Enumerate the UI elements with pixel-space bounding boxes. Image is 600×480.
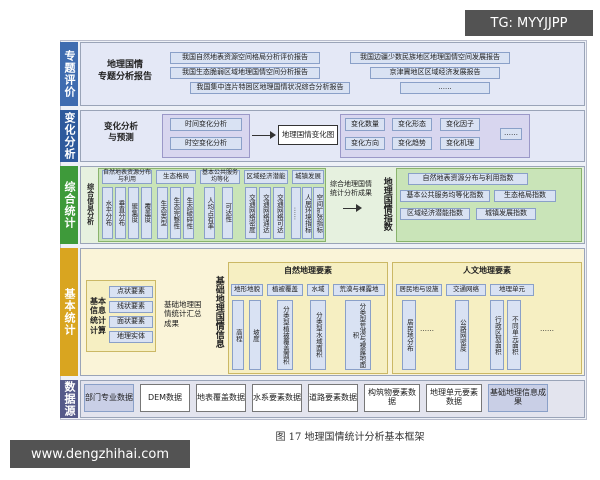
group-natural-resources: 自然地表资源分布与利用 [102,169,152,184]
group-public-service: 基本公共服务均等化 [200,169,240,184]
group3-col2: 交通网络可达 [273,187,285,239]
group0-col0: 水平分布 [102,187,113,239]
natural-vegetation: 植被覆盖 [267,284,303,296]
road-density: 公路网密度 [455,300,469,370]
watermark-top: TG: MYYJJPP [465,10,593,36]
tier1-title: 地理国情 专题分析报告 [90,60,160,83]
natural-title: 自然地理要素 [284,266,332,275]
tier2-title-line2: 与预测 [108,133,134,144]
group4-col2: 空间扩张指标 [313,187,324,239]
tier4-middle-label: 基础地理国情统计汇总成果 [164,300,202,328]
group1-col2: 生态破碎性 [183,187,194,239]
group2-col1: 可达性 [222,187,233,239]
tier3-result-label: 综合地理国情统计分析成果 [330,180,372,197]
human-units: 地理单元 [490,284,534,296]
change-factor: 变化因子 [440,118,480,131]
change-direction: 变化方向 [345,137,385,150]
watermark-bottom: www.dengzhihai.com [10,440,190,468]
unit-area: 不同单元面积 [507,300,521,370]
group-ecology: 生态格局 [156,170,196,184]
source-water: 水系要素数据 [252,384,302,412]
group3-col1: 交通网络通达 [259,187,271,239]
tier2-title-line1: 变化分析 [103,122,138,132]
group4-col1: 人居环境指标 [302,187,312,239]
report-2: 我国生态脆弱区域地理国情空间分析报告 [170,67,320,79]
source-basic-geo: 基础地理信息成果 [488,384,548,412]
settlement-distribution: 居民地分布 [402,300,416,370]
index-public-service: 基本公共服务均等化指数 [400,190,490,202]
human-title: 人文地理要素 [463,266,511,275]
natural-terrain: 地形地貌 [231,284,263,296]
desert-area: 分类型荒漠与裸露地面积 [345,300,371,370]
terrain-elevation: 高程 [232,300,244,370]
tier-label-5: 数据源 [60,380,78,418]
vegetation-area: 分类型植被覆盖面积 [277,300,293,370]
human-transport: 交通网络 [446,284,486,296]
group1-col0: 生态类型 [157,187,168,239]
report-4: 我国边疆少数民族地区地理国情空间发展报告 [350,52,510,64]
group3-col0: 交通网络密度 [245,187,257,239]
source-landcover: 地表覆盖数据 [196,384,246,412]
area-features: 面状要素 [109,316,153,328]
report-1: 我国自然地表资源空间格局分析评价报告 [170,52,320,64]
group0-col1: 垂直分布 [115,187,126,239]
time-change-box: 时间变化分析 [170,118,242,131]
group0-col3: 覆盖度 [141,187,152,239]
human-settlements: 居民地与设施 [396,284,442,296]
source-dem: DEM数据 [140,384,190,412]
spacetime-change-box: 时空变化分析 [170,137,242,150]
group0-col2: 聚集度 [128,187,139,239]
terrain-slope: 坡度 [249,300,261,370]
change-shape: 变化形态 [392,118,432,131]
tier3-side-label: 综合信息分析 [86,183,95,225]
change-trend: 变化趋势 [392,137,432,150]
tier1-title-line2: 专题分析报告 [97,71,152,82]
arrow-line-1 [252,135,272,136]
water-area: 分类型水域面积 [310,300,326,370]
source-dept: 部门专业数据 [84,384,134,412]
natural-water: 水域 [307,284,329,296]
report-5: 京津冀地区区域经济发展报告 [370,67,500,79]
tier-label-4: 基本统计 [60,248,78,376]
human-more-1: …… [420,325,434,333]
group1-col1: 生态完整性 [170,187,181,239]
report-more: ...... [400,82,490,94]
human-more-2: …… [540,325,554,333]
human-panel [392,262,582,374]
source-structures: 构筑物要素数据 [364,384,420,412]
arrow-head-1 [270,131,276,139]
group2-col0: 人均占有率 [204,187,215,239]
index-title: 地理国情指数 [381,177,392,231]
geographic-entities: 地理实体 [109,331,153,343]
index-ecology: 生态格局指数 [494,190,556,202]
report-3: 我国集中连片特困区地理国情状况综合分析报告 [190,82,350,94]
index-regional: 区域经济潜能指数 [400,208,470,220]
group-urban: 城镇发展 [292,170,324,184]
line-features: 线状要素 [109,301,153,313]
group-regional-economy: 区域经济潜能 [244,170,288,184]
tier4-left-title: 基本信息统计计算 [90,296,106,335]
source-roads: 道路要素数据 [308,384,358,412]
source-geounits: 地理单元要素数据 [426,384,482,412]
admin-area: 行政区划面积 [490,300,504,370]
group4-col0: …… [291,187,301,239]
tier4-title: 基础地理国情信息 [213,276,224,348]
index-natural: 自然地表资源分布与利用指数 [408,173,528,185]
tier-label-2: 变化分析 [60,110,78,162]
change-mechanism: 变化机理 [440,137,480,150]
tier2-more: …… [500,128,522,140]
natural-desert: 荒漠与裸露地 [333,284,385,296]
tier1-title-line1: 地理国情 [106,60,143,70]
point-features: 点状要素 [109,286,153,298]
arrow-head-3 [356,204,362,212]
tier2-title: 变化分析 与预测 [90,122,152,144]
arrow-line-3 [343,208,357,209]
tier-label-3: 综合统计 [60,166,78,244]
change-quantity: 变化数量 [345,118,385,131]
index-urban: 城镇发展指数 [476,208,536,220]
tier-label-1: 专题评价 [60,42,78,106]
figure-caption: 图 17 地理国情统计分析基本框架 [275,432,425,443]
change-map-box: 地理国情变化图 [278,125,338,145]
